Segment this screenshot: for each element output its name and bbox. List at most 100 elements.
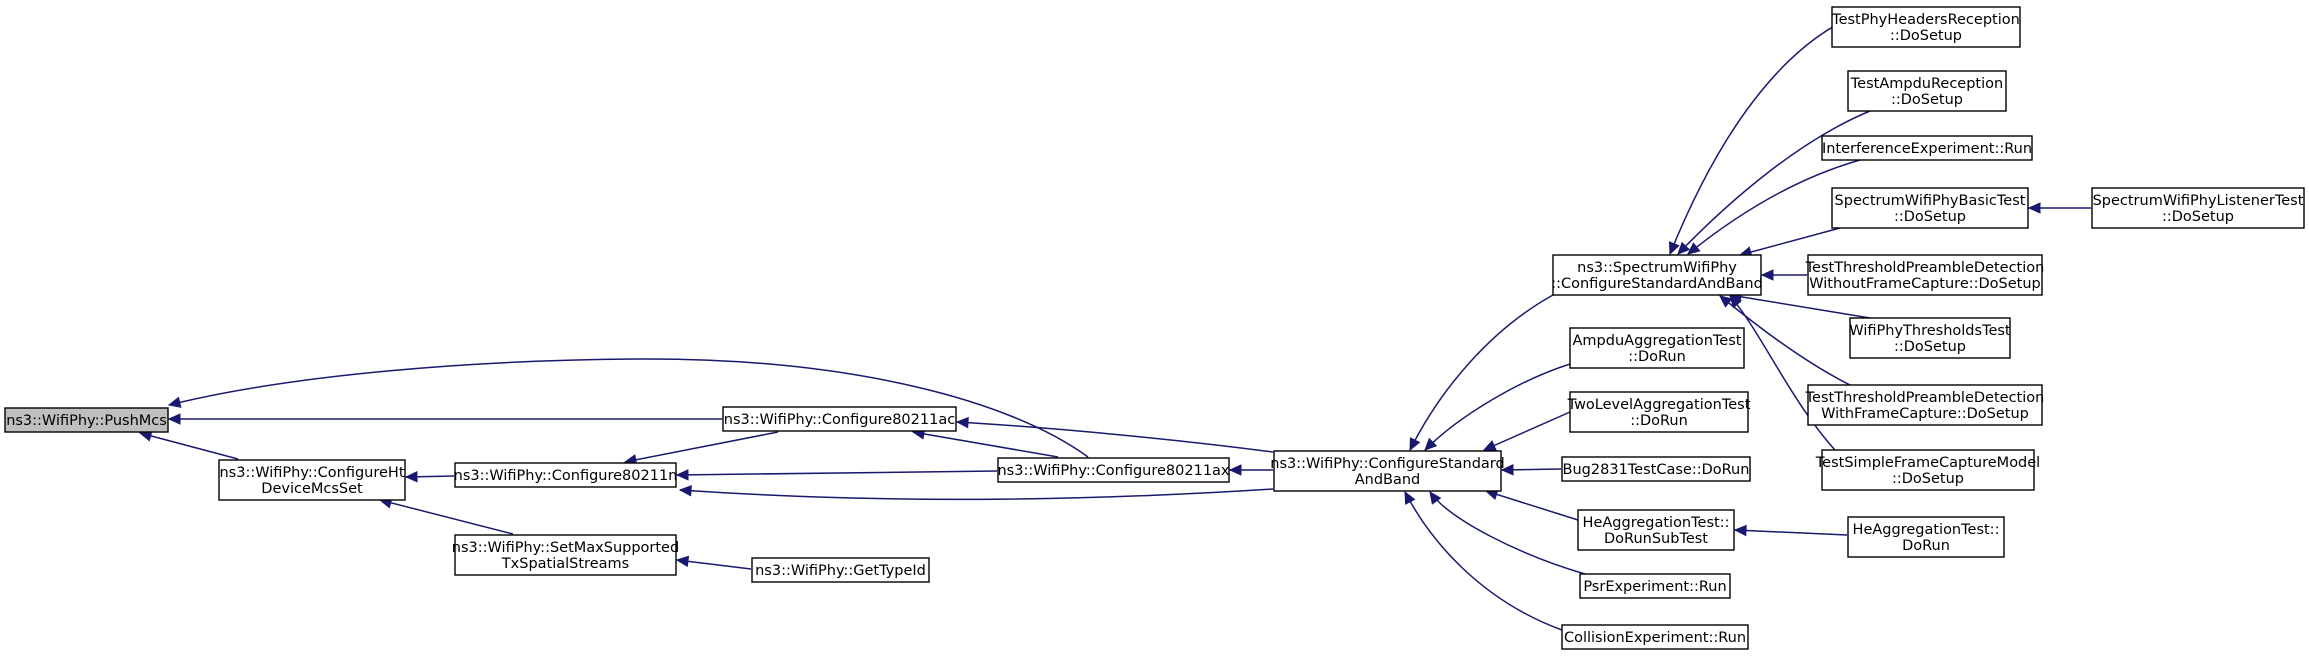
node-box <box>1569 327 1745 369</box>
edge-configure-80211ax-to-push-mcs <box>167 358 1089 458</box>
node-box <box>1577 509 1735 551</box>
node-test-phy-headers-reception-dosetup[interactable]: TestPhyHeadersReception::DoSetup <box>1831 6 2021 48</box>
node-box <box>454 462 677 488</box>
node-label-line: AmpduAggregationTest <box>1573 333 1742 349</box>
arrowhead <box>1729 295 1742 309</box>
node-box <box>218 459 406 501</box>
arrowhead <box>1668 241 1680 256</box>
edge-configure-80211n-to-configure-ht-device-mcs-set <box>404 470 455 483</box>
node-label-line: TwoLevelAggregationTest <box>1567 397 1751 413</box>
edge-bug2831-test-case-dorun-to-configure-standard-and-band <box>1500 464 1562 476</box>
node-label-line: ns3::WifiPhy::ConfigureHt <box>219 465 404 481</box>
arrowhead <box>675 555 690 568</box>
node-configure-80211ac[interactable]: ns3::WifiPhy::Configure80211ac <box>722 406 957 432</box>
node-test-threshold-preamble-detection-without-frame-capture-dosetup[interactable]: TestThresholdPreambleDetectionWithoutFra… <box>1805 254 2045 296</box>
arrowhead <box>1687 242 1701 255</box>
node-configure-standard-and-band[interactable]: ns3::WifiPhy::ConfigureStandardAndBand <box>1270 450 1505 492</box>
node-bug2831-test-case-dorun[interactable]: Bug2831TestCase::DoRun <box>1561 456 1751 482</box>
node-box <box>1273 450 1502 492</box>
node-box <box>1831 6 2021 48</box>
node-label-line: ::DoSetup <box>1891 92 1963 108</box>
node-two-level-aggregation-test-dorun[interactable]: TwoLevelAggregationTest::DoRun <box>1567 391 1751 433</box>
node-label-line: ::DoRun <box>1628 349 1686 365</box>
edge-two-level-aggregation-test-dorun-to-configure-standard-and-band <box>1482 411 1571 451</box>
node-box <box>1561 456 1751 482</box>
edge-configure-80211ac-to-configure-80211n <box>623 431 779 466</box>
node-box <box>454 534 677 576</box>
node-spectrum-wifi-phy-listener-test-dosetup[interactable]: SpectrumWifiPhyListenerTest::DoSetup <box>2091 187 2305 229</box>
node-collision-experiment-run[interactable]: CollisionExperiment::Run <box>1561 624 1749 650</box>
node-label-line: ns3::WifiPhy::ConfigureStandard <box>1270 456 1504 472</box>
node-label-line: SpectrumWifiPhyBasicTest <box>1835 193 2026 209</box>
node-test-simple-frame-capture-model-dosetup[interactable]: TestSimpleFrameCaptureModel::DoSetup <box>1815 449 2040 491</box>
node-box <box>1831 187 2029 229</box>
node-box <box>722 406 957 432</box>
node-label-line: WithFrameCapture::DoSetup <box>1821 406 2029 422</box>
node-label-line: ns3::WifiPhy::PushMcs <box>6 413 167 429</box>
edge-test-simple-frame-capture-model-dosetup-to-spectrum-configure-standard-and-band <box>1729 295 1836 451</box>
node-ampdu-aggregation-test-dorun[interactable]: AmpduAggregationTest::DoRun <box>1569 327 1745 369</box>
node-wifi-phy-thresholds-test-dosetup[interactable]: WifiPhyThresholdsTest::DoSetup <box>1849 317 2011 359</box>
node-spectrum-wifi-phy-basic-test-dosetup[interactable]: SpectrumWifiPhyBasicTest::DoSetup <box>1831 187 2029 229</box>
node-label-line: ::ConfigureStandardAndBand <box>1551 276 1763 292</box>
edge-spectrum-configure-standard-and-band-to-configure-standard-and-band <box>1409 294 1554 452</box>
arrowhead <box>1409 437 1421 452</box>
edge-ampdu-aggregation-test-dorun-to-configure-standard-and-band <box>1424 363 1571 451</box>
node-box <box>751 557 930 583</box>
edge-collision-experiment-run-to-configure-standard-and-band <box>1404 490 1563 631</box>
node-box <box>2091 187 2305 229</box>
arrowhead <box>167 413 181 425</box>
node-set-max-supported-tx-spatial-streams[interactable]: ns3::WifiPhy::SetMaxSupportedTxSpatialSt… <box>452 534 679 576</box>
node-label-line: TestSimpleFrameCaptureModel <box>1815 455 2040 471</box>
node-label-line: ns3::WifiPhy::Configure80211ac <box>724 412 955 428</box>
node-interference-experiment-run[interactable]: InterferenceExperiment::Run <box>1821 135 2033 161</box>
node-label-line: DoRunSubTest <box>1604 531 1708 547</box>
edge-configure-80211ac-to-push-mcs <box>167 413 722 425</box>
node-label-line: ns3::WifiPhy::SetMaxSupported <box>452 540 679 556</box>
node-psr-experiment-run[interactable]: PsrExperiment::Run <box>1579 573 1731 599</box>
node-box <box>1552 254 1762 296</box>
nodes-layer: ns3::WifiPhy::PushMcsns3::WifiPhy::Confi… <box>4 6 2305 650</box>
node-label-line: ::DoSetup <box>1890 28 1962 44</box>
edge-configure-standard-and-band-to-configure-80211n <box>678 485 1274 501</box>
edge-test-threshold-preamble-detection-without-frame-capture-dosetup-to-spectrum-configure-standard-and-band <box>1760 269 1807 281</box>
node-box <box>1847 516 2005 558</box>
node-test-threshold-preamble-detection-with-frame-capture-dosetup[interactable]: TestThresholdPreambleDetectionWithFrameC… <box>1805 384 2045 426</box>
arrowhead <box>1404 490 1416 505</box>
node-label-line: DeviceMcsSet <box>261 481 363 497</box>
edge-configure-standard-and-band-to-configure-80211ac <box>955 416 1274 453</box>
edge-configure-80211ax-to-configure-80211ac <box>911 428 1059 458</box>
arrowhead <box>1429 491 1442 505</box>
node-label-line: HeAggregationTest:: <box>1583 515 1730 531</box>
edge-configure-80211ax-to-configure-80211n <box>675 469 998 481</box>
node-label-line: ::DoSetup <box>1894 339 1966 355</box>
arrowhead <box>678 485 692 497</box>
node-push-mcs[interactable]: ns3::WifiPhy::PushMcs <box>4 407 169 433</box>
node-box <box>1807 384 2043 426</box>
node-test-ampdu-reception-dosetup[interactable]: TestAmpduReception::DoSetup <box>1847 70 2007 112</box>
node-box <box>997 457 1230 483</box>
node-label-line: CollisionExperiment::Run <box>1564 630 1746 646</box>
edge-configure-ht-device-mcs-set-to-push-mcs <box>138 430 239 460</box>
node-he-aggregation-test-dorun[interactable]: HeAggregationTest::DoRun <box>1847 516 2005 558</box>
node-configure-80211ax[interactable]: ns3::WifiPhy::Configure80211ax <box>997 457 1230 483</box>
node-he-aggregation-test-dorun-subtest[interactable]: HeAggregationTest::DoRunSubTest <box>1577 509 1735 551</box>
node-get-type-id[interactable]: ns3::WifiPhy::GetTypeId <box>751 557 930 583</box>
edge-he-aggregation-test-dorun-to-he-aggregation-test-dorun-subtest <box>1733 524 1848 537</box>
node-label-line: ns3::WifiPhy::GetTypeId <box>755 563 926 579</box>
node-label-line: WithoutFrameCapture::DoSetup <box>1809 276 2041 292</box>
edges-layer <box>138 6 2091 631</box>
node-label-line: DoRun <box>1902 538 1950 554</box>
node-configure-80211n[interactable]: ns3::WifiPhy::Configure80211n <box>454 462 678 488</box>
node-spectrum-configure-standard-and-band[interactable]: ns3::SpectrumWifiPhy::ConfigureStandardA… <box>1551 254 1763 296</box>
arrowhead <box>1424 437 1438 451</box>
node-box <box>1847 70 2007 112</box>
edge-set-max-supported-tx-spatial-streams-to-configure-ht-device-mcs-set <box>378 497 514 535</box>
arrowhead <box>1719 295 1733 308</box>
node-label-line: InterferenceExperiment::Run <box>1822 141 2032 157</box>
node-label-line: TxSpatialStreams <box>501 556 629 572</box>
arrowhead <box>1482 440 1497 451</box>
node-box <box>1569 391 1749 433</box>
